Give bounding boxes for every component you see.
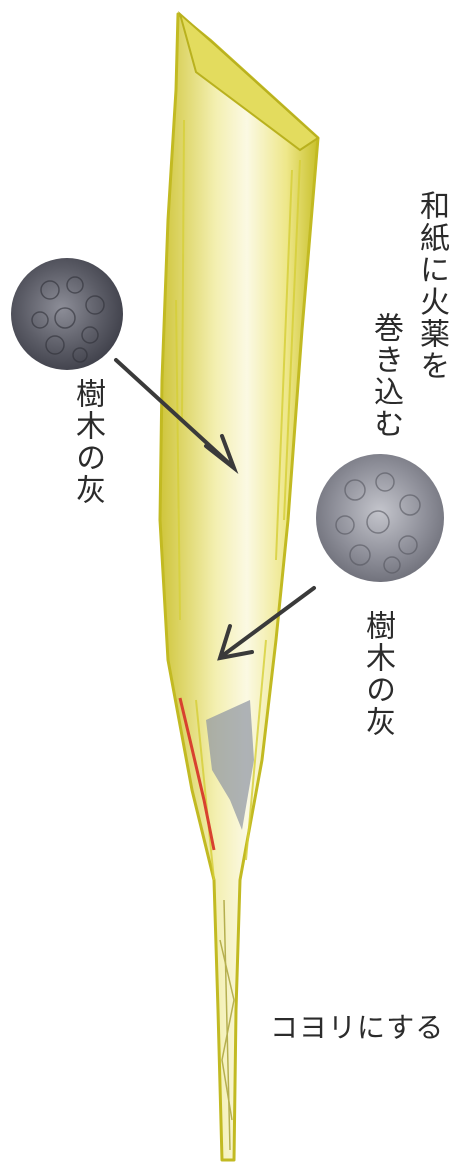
washi-label-line1: 和紙に火薬を (412, 190, 449, 382)
twist-label: コヨリにする (270, 1006, 444, 1046)
ash-label-left: 樹木の灰 (68, 378, 106, 506)
washi-label-line2: 巻き込む (366, 312, 404, 440)
ash-ball-right (316, 454, 444, 582)
ash-label-right: 樹木の灰 (358, 610, 396, 738)
ash-ball-left (11, 258, 123, 370)
